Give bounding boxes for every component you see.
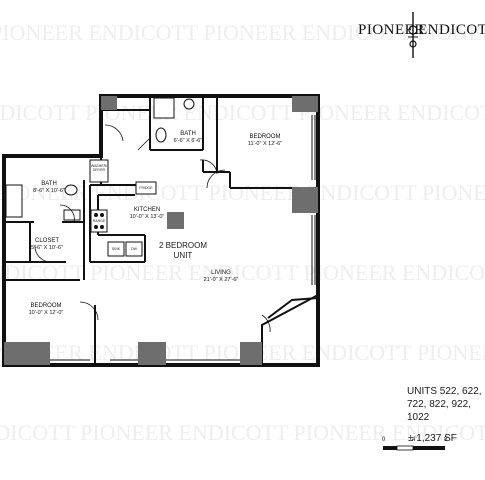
fridge-label: FRIDGE: [139, 186, 153, 190]
unit-numbers-line: 722, 822, 922,: [407, 399, 471, 410]
svg-text:PIONEER ENDICOTT PIONEER ENDIC: PIONEER ENDICOTT PIONEER ENDICOTT PIONEE…: [0, 20, 485, 45]
unit-type-line-2: UNIT: [173, 251, 193, 260]
toilet-left: [64, 184, 78, 196]
room-bedroom-top: BEDROOM 11'-0" X 12'-6": [237, 134, 293, 148]
dishwasher-label: DW: [131, 247, 137, 251]
room-bedroom-bottom: BEDROOM 10'-0" X 12'-0": [18, 303, 74, 317]
room-kitchen: KITCHEN 10'-0" X 13'-0": [118, 207, 176, 221]
room-name: BEDROOM: [249, 134, 281, 140]
room-closet: CLOSET 5'-6" X 10'-6": [24, 238, 70, 252]
room-size: 5'-6" X 10'-6": [31, 245, 63, 251]
room-living: LIVING 21'-0" X 27'-6": [193, 270, 249, 284]
square-footage: ± 1,237 SF: [408, 433, 457, 444]
scale-label-8: 8': [444, 437, 449, 443]
room-size: 8'-6" X 10'-6": [33, 188, 65, 194]
bathtub: [5, 184, 23, 218]
toilet-top: [155, 127, 167, 143]
room-size: 10'-0" X 13'-0": [129, 214, 165, 220]
sink-box: [107, 241, 125, 257]
scale-bar: [383, 445, 445, 451]
bath-sink-top: [183, 98, 195, 110]
room-name: LIVING: [211, 270, 231, 276]
room-name: BATH: [180, 131, 196, 137]
svg-text:PIONEER ENDICOTT PIONEER ENDIC: PIONEER ENDICOTT PIONEER ENDICOTT PIONEE…: [0, 180, 485, 205]
unit-type-title: 2 BEDROOM UNIT: [148, 241, 218, 261]
room-name: BATH: [41, 181, 57, 187]
room-bath-top: BATH 6'-6" X 6'-6": [168, 131, 208, 145]
room-bath-left: BATH 8'-6" X 10'-6": [24, 181, 74, 195]
svg-text:ENDICOTT PIONEER ENDICOTT PION: ENDICOTT PIONEER ENDICOTT PIONEER ENDICO…: [0, 100, 485, 125]
room-size: 10'-0" X 12'-0": [28, 310, 64, 316]
washer-dryer-label: WASHER/ DRYER: [90, 164, 108, 172]
washer-dryer-box: [89, 159, 109, 183]
svg-text:ENDICOTT PIONEER ENDICOTT PION: ENDICOTT PIONEER ENDICOTT PIONEER ENDICO…: [0, 420, 485, 445]
unit-numbers-line: 1022: [407, 412, 430, 423]
room-size: 21'-0" X 27'-6": [203, 277, 239, 283]
room-name: CLOSET: [34, 238, 59, 244]
brand-logo: PIONEER ENDICOTT: [352, 10, 485, 60]
dishwasher-box: [125, 241, 143, 257]
fridge-box: [135, 181, 157, 195]
scale-label-0: 0: [382, 437, 386, 443]
svg-text:ENDICOTT PIONEER ENDICOTT PION: ENDICOTT PIONEER ENDICOTT PIONEER ENDICO…: [0, 260, 485, 285]
shower-stall: [153, 97, 175, 119]
columns: [4, 96, 318, 365]
unit-numbers: UNITS 522, 622, 722, 822, 922, 1022: [407, 385, 483, 424]
scale-label-4: 4': [412, 437, 417, 443]
unit-type-line-1: 2 BEDROOM: [158, 241, 207, 250]
brand-emblem: [408, 12, 418, 58]
room-size: 11'-0" X 12'-6": [247, 141, 283, 147]
range-label: RANGE: [92, 219, 106, 223]
room-size: 6'-6" X 6'-6": [173, 138, 203, 144]
room-name: KITCHEN: [133, 207, 161, 213]
sink-label: SINK: [111, 247, 121, 251]
brand-left-word: PIONEER: [358, 22, 425, 38]
vanity-left: [63, 209, 81, 221]
unit-numbers-line: UNITS 522, 622,: [407, 386, 482, 397]
brand-right-word: ENDICOTT: [418, 22, 485, 38]
room-name: BEDROOM: [30, 303, 62, 309]
